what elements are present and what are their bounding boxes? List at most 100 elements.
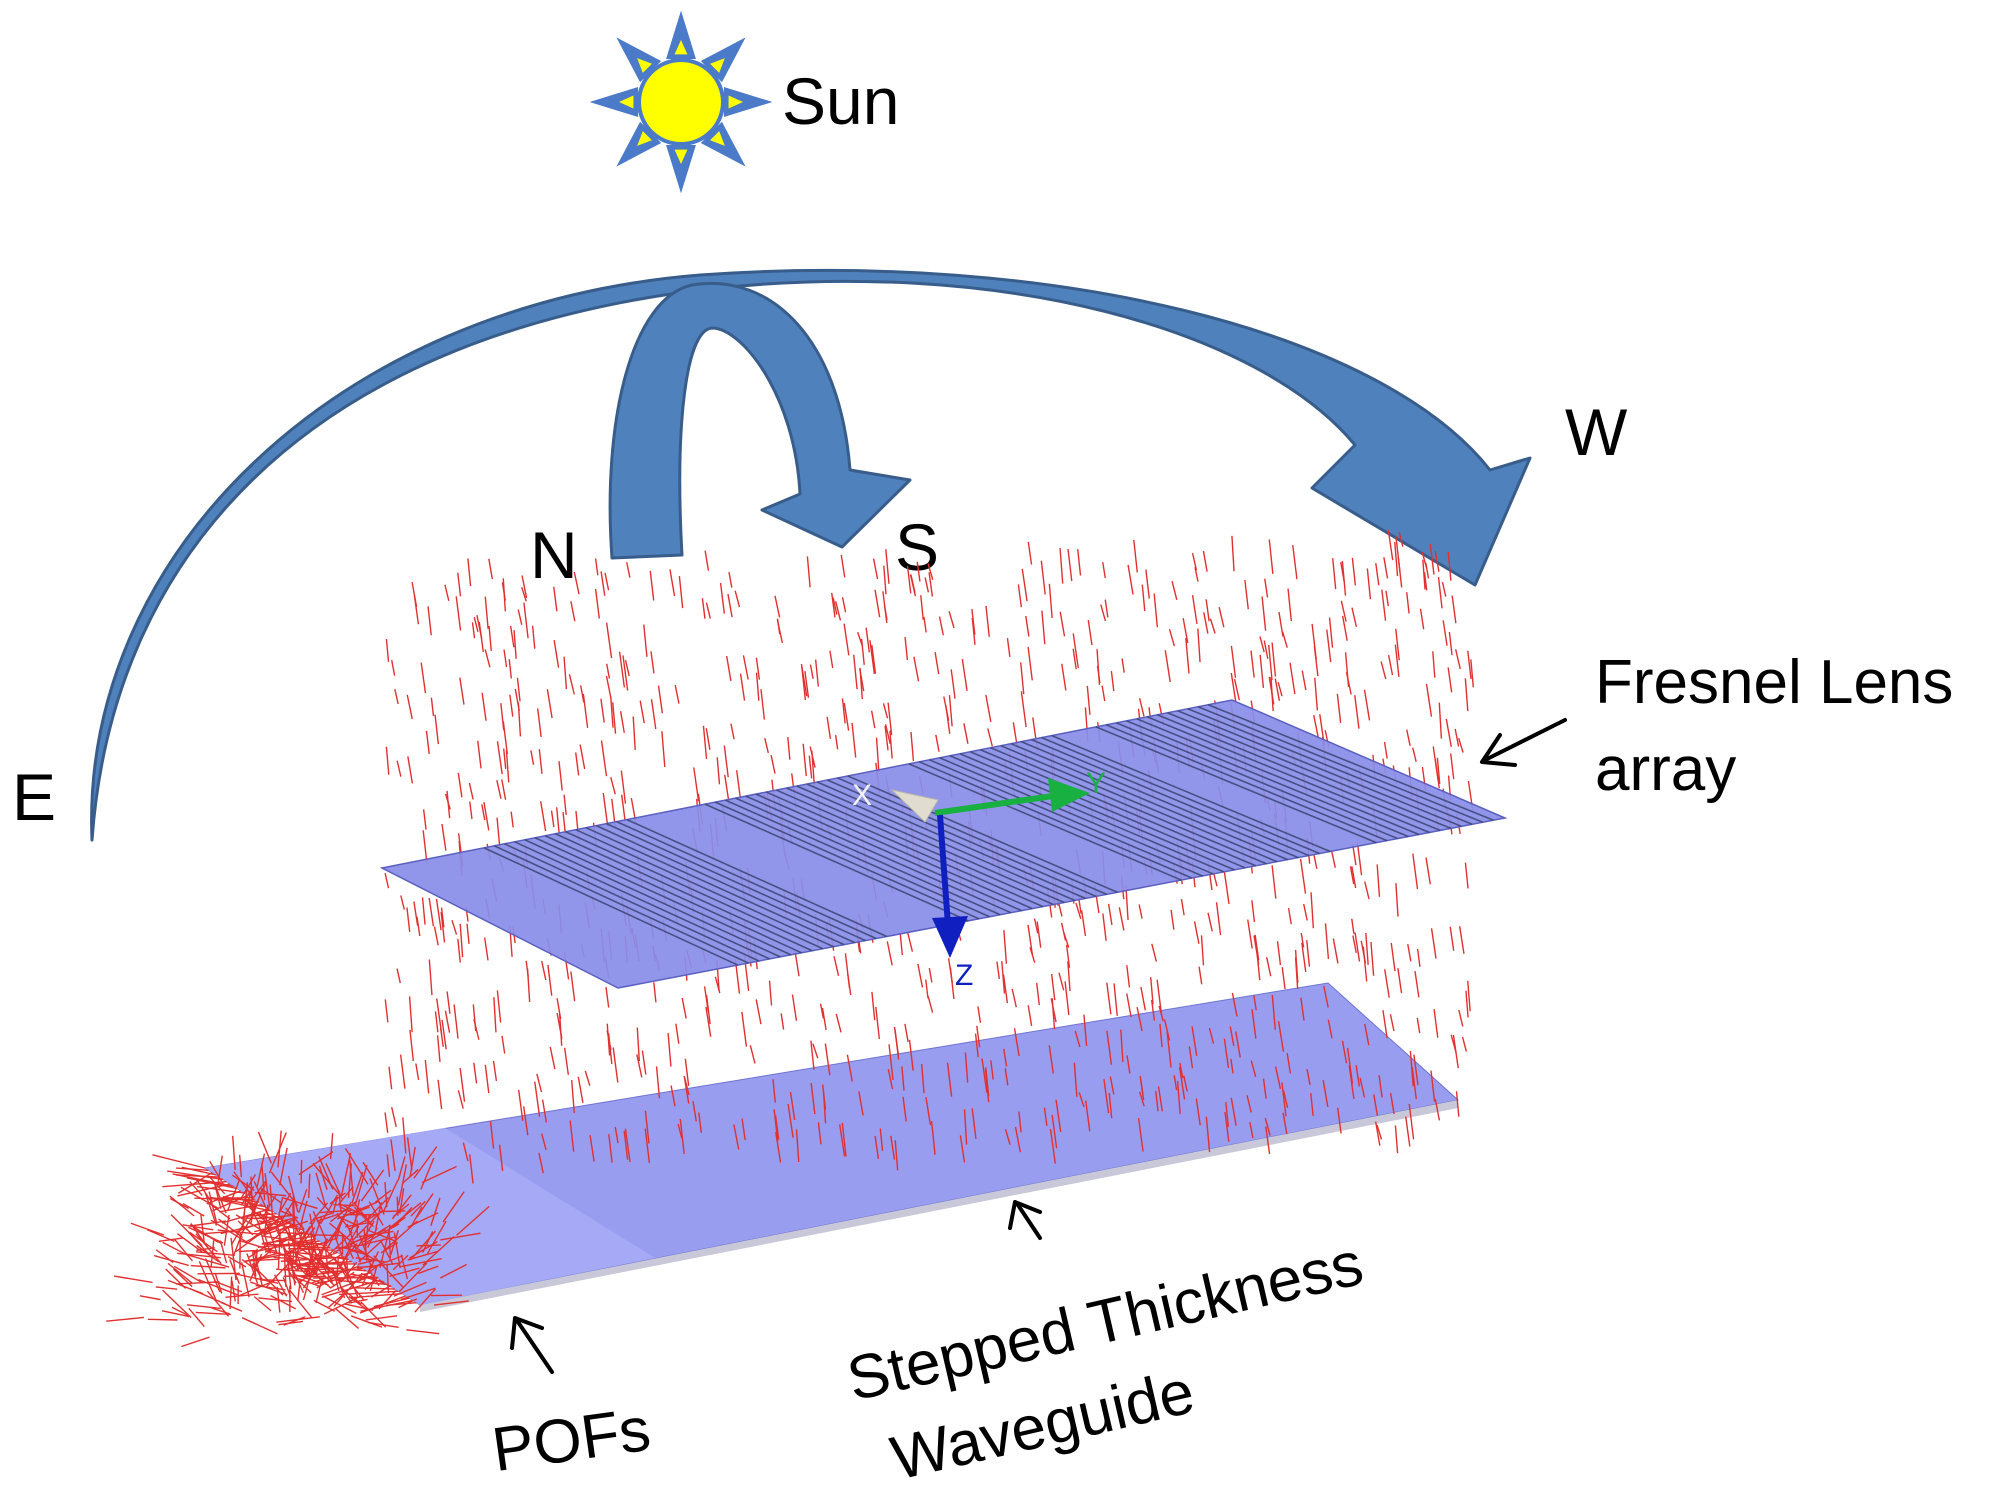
light-ray bbox=[985, 1067, 990, 1097]
light-ray bbox=[467, 558, 472, 587]
light-ray bbox=[1332, 558, 1337, 590]
scattered-ray bbox=[351, 1171, 364, 1204]
scattered-ray bbox=[182, 1202, 205, 1217]
light-ray bbox=[1450, 1034, 1457, 1053]
scattered-ray bbox=[251, 1263, 284, 1296]
scattered-ray bbox=[106, 1316, 145, 1322]
light-ray bbox=[1365, 932, 1369, 965]
light-ray bbox=[832, 597, 838, 615]
light-ray bbox=[1188, 1046, 1194, 1069]
lens-groove bbox=[745, 795, 1012, 914]
light-ray bbox=[1299, 858, 1307, 894]
light-ray bbox=[1029, 947, 1036, 963]
light-ray bbox=[1281, 631, 1288, 648]
y-axis-arrowhead bbox=[1048, 778, 1090, 812]
light-ray bbox=[1020, 691, 1027, 728]
light-ray bbox=[734, 590, 741, 608]
exit-ray bbox=[261, 1243, 331, 1249]
light-ray bbox=[1292, 544, 1298, 580]
scattered-ray bbox=[214, 1273, 223, 1294]
light-ray bbox=[1229, 1026, 1235, 1046]
light-ray bbox=[1398, 531, 1404, 547]
scattered-ray bbox=[348, 1295, 368, 1311]
light-ray bbox=[570, 971, 576, 1002]
light-ray bbox=[1215, 902, 1222, 936]
light-ray bbox=[908, 1039, 914, 1071]
light-ray bbox=[1294, 949, 1299, 983]
lens-groove bbox=[595, 824, 856, 944]
scattered-ray bbox=[253, 1296, 272, 1312]
light-ray bbox=[399, 1054, 406, 1089]
light-ray bbox=[1087, 620, 1093, 646]
scattered-ray bbox=[334, 1307, 359, 1329]
light-ray bbox=[457, 572, 462, 597]
light-ray bbox=[1207, 912, 1213, 932]
light-ray bbox=[1387, 655, 1394, 676]
light-ray bbox=[1203, 612, 1209, 634]
light-ray bbox=[501, 1035, 506, 1054]
light-ray bbox=[521, 575, 528, 599]
scattered-ray bbox=[309, 1213, 316, 1243]
scattered-ray bbox=[416, 1193, 434, 1218]
light-ray bbox=[632, 716, 636, 750]
light-ray bbox=[523, 602, 529, 639]
lens-groove bbox=[1167, 712, 1452, 830]
light-ray bbox=[772, 1079, 776, 1103]
light-ray bbox=[928, 968, 933, 983]
exit-ray bbox=[261, 1235, 327, 1247]
light-ray bbox=[1351, 918, 1355, 934]
lens-groove bbox=[514, 841, 771, 960]
lens-groove bbox=[1031, 738, 1310, 857]
lens-groove bbox=[606, 822, 866, 942]
light-ray bbox=[884, 724, 891, 745]
lens-groove bbox=[1051, 734, 1331, 853]
light-ray bbox=[1230, 1097, 1237, 1126]
light-ray bbox=[1271, 994, 1276, 1030]
light-ray bbox=[385, 638, 390, 662]
light-ray bbox=[1464, 862, 1469, 889]
scattered-ray bbox=[113, 1275, 153, 1284]
light-ray bbox=[1332, 938, 1339, 964]
scattered-ray bbox=[293, 1275, 312, 1294]
light-ray bbox=[1437, 577, 1443, 609]
scattered-ray bbox=[298, 1151, 334, 1176]
scattered-ray bbox=[339, 1286, 362, 1305]
light-ray bbox=[1250, 650, 1255, 678]
coordinate-axes: X Y Z bbox=[852, 767, 1106, 992]
light-ray bbox=[400, 895, 406, 910]
scattered-ray bbox=[430, 1197, 441, 1226]
light-ray bbox=[1065, 944, 1071, 968]
light-ray bbox=[1179, 1062, 1184, 1079]
light-ray bbox=[810, 1040, 815, 1070]
scattered-ray bbox=[277, 1130, 282, 1168]
light-ray bbox=[1337, 1107, 1342, 1134]
lens-groove bbox=[918, 761, 1193, 879]
scattered-ray bbox=[258, 1297, 293, 1303]
scattered-ray bbox=[243, 1251, 281, 1263]
light-ray bbox=[833, 956, 840, 976]
light-ray bbox=[821, 1084, 827, 1110]
light-ray bbox=[871, 991, 876, 1021]
light-ray bbox=[624, 1128, 631, 1163]
light-ray bbox=[674, 684, 680, 704]
light-ray bbox=[579, 744, 586, 770]
light-ray bbox=[1230, 1058, 1234, 1074]
light-ray bbox=[517, 609, 523, 625]
light-ray bbox=[1344, 652, 1350, 687]
light-ray bbox=[1259, 636, 1265, 653]
scattered-ray bbox=[433, 1300, 469, 1306]
scattered-ray bbox=[176, 1281, 220, 1285]
light-ray bbox=[1449, 926, 1455, 951]
light-ray bbox=[1067, 961, 1071, 992]
light-ray bbox=[841, 597, 847, 613]
light-ray bbox=[901, 1066, 905, 1091]
lens-groove bbox=[555, 833, 813, 952]
light-ray bbox=[558, 761, 563, 791]
light-ray bbox=[471, 622, 476, 639]
light-ray bbox=[1121, 658, 1125, 673]
light-ray bbox=[789, 1091, 796, 1121]
scattered-ray bbox=[313, 1212, 333, 1221]
light-ray bbox=[791, 994, 798, 1021]
light-ray bbox=[605, 663, 611, 679]
light-ray bbox=[755, 672, 760, 701]
